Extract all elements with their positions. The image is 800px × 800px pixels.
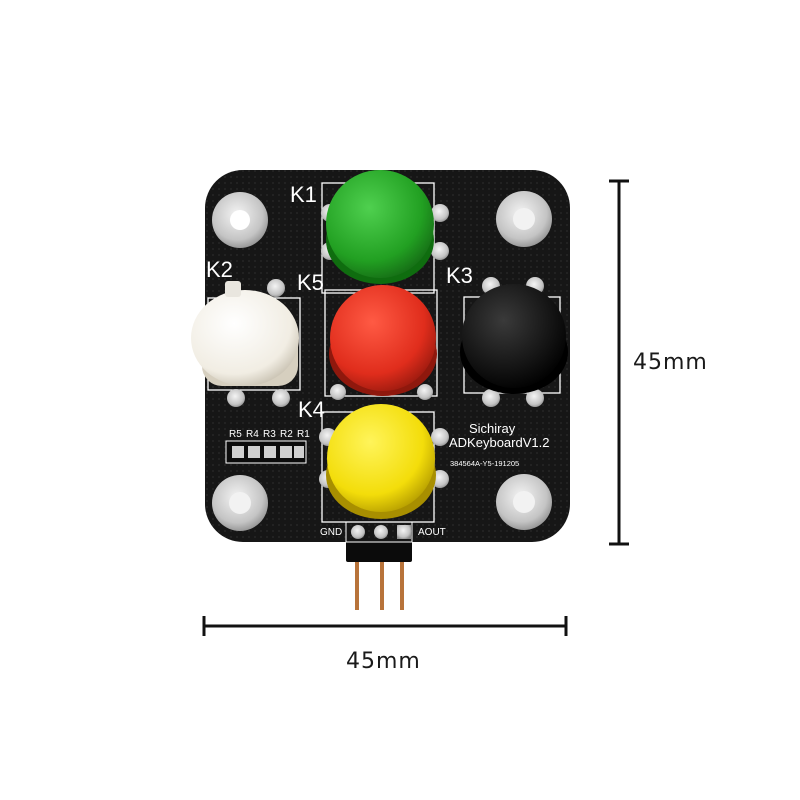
width-dimension [202, 616, 568, 636]
key-label-k1: K1 [290, 182, 317, 207]
resistor-label-r5: R5 [229, 429, 242, 440]
key-label-k2: K2 [206, 257, 233, 282]
mounting-hole-icon [212, 192, 268, 248]
model-text: ADKeyboardV1.2 [449, 435, 549, 450]
key-button-k5[interactable] [329, 285, 437, 396]
pin-label-gnd: GND [320, 527, 342, 538]
mounting-hole-icon [496, 191, 552, 247]
pin-header [346, 540, 412, 610]
mounting-hole-icon [212, 475, 268, 531]
resistor-array [225, 440, 307, 464]
pin-header-plastic [346, 540, 412, 562]
key-button-k2[interactable] [191, 281, 299, 386]
key-button-k1[interactable] [326, 170, 434, 284]
height-dimension-label: 45mm [633, 350, 708, 375]
serial-text: 384564A-Y5-191205 [450, 459, 519, 468]
pin-label-aout: AOUT [418, 527, 446, 538]
key-button-k4[interactable] [326, 404, 436, 519]
resistor-label-r2: R2 [280, 429, 293, 440]
mounting-hole-icon [496, 474, 552, 530]
header-pads [345, 521, 413, 543]
height-dimension [609, 179, 629, 546]
resistor-label-r1: R1 [297, 429, 310, 440]
key-label-k3: K3 [446, 263, 473, 288]
key-label-k4: K4 [298, 397, 325, 422]
brand-text: Sichiray [469, 421, 516, 436]
resistor-label-r4: R4 [246, 429, 259, 440]
key-label-k5: K5 [297, 270, 324, 295]
key-button-k3[interactable] [460, 284, 568, 394]
pin-header-legs [355, 560, 359, 610]
resistor-label-r3: R3 [263, 429, 276, 440]
width-dimension-label: 45mm [346, 649, 421, 674]
